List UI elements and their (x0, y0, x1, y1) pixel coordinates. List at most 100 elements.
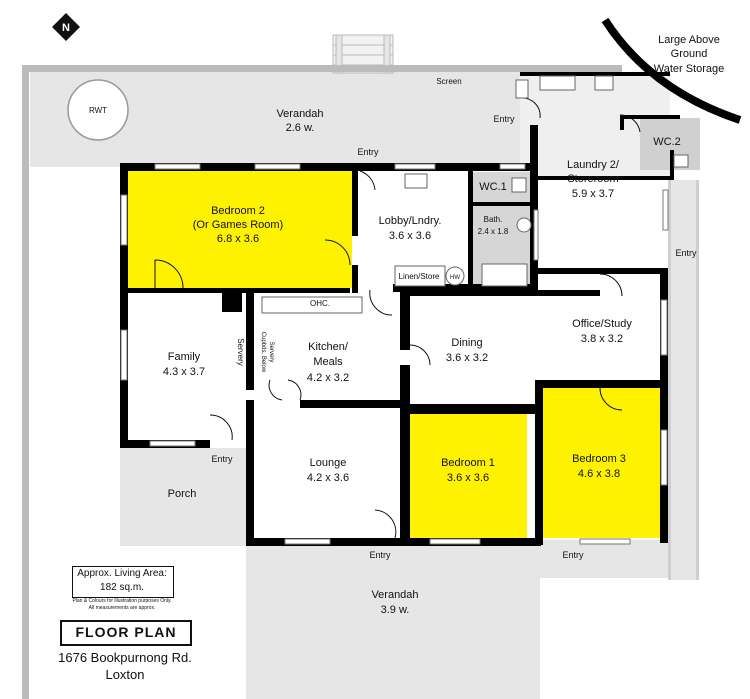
laundry-sink (515, 79, 529, 99)
laundry-trough (539, 75, 576, 91)
water-tank-icon (601, 17, 742, 124)
svg-text:Office/Study: Office/Study (572, 318, 632, 330)
hot-water (445, 266, 465, 286)
living-area-label: Approx. Living Area: (77, 568, 167, 579)
room-office: Office/Study 3.8 x 3.2 (572, 318, 632, 345)
lobby-trough (404, 173, 428, 189)
room-bedroom2: Bedroom 2 (Or Games Room) 6.8 x 3.6 (193, 205, 283, 245)
living-area-value: 182 sq.m. (100, 582, 144, 593)
svg-text:2.6 w.: 2.6 w. (286, 122, 315, 134)
verandah-bottom-area (246, 540, 540, 699)
porch-area (120, 448, 246, 546)
outdoor-areas (30, 72, 698, 699)
disclaimer-line-1: Plan & Colours for illustration purposes… (72, 598, 172, 604)
svg-text:Bedroom 2: Bedroom 2 (211, 205, 265, 217)
living-area-box (72, 566, 174, 598)
svg-text:Bedroom 3: Bedroom 3 (572, 453, 626, 465)
wc2-toilet (673, 154, 689, 168)
svg-text:Entry: Entry (493, 114, 515, 124)
north-arrow-icon: N (52, 13, 80, 41)
east-fence-outer (696, 180, 699, 580)
svg-text:Ground: Ground (671, 48, 708, 60)
svg-text:4.3 x 3.7: 4.3 x 3.7 (163, 366, 205, 378)
room-kitchen: Kitchen/ Meals 4.2 x 3.2 (307, 341, 349, 384)
svg-text:Entry: Entry (211, 454, 233, 464)
top-boundary (22, 65, 622, 72)
svg-text:Storeroom: Storeroom (567, 173, 618, 185)
svg-text:Entry: Entry (369, 550, 391, 560)
svg-text:Verandah: Verandah (276, 108, 323, 120)
svg-text:3.9 w.: 3.9 w. (381, 604, 410, 616)
svg-text:Kitchen/: Kitchen/ (308, 341, 349, 353)
room-wc1: WC.1 (479, 181, 507, 193)
fixtures (261, 75, 689, 314)
svg-text:4.2 x 3.6: 4.2 x 3.6 (307, 472, 349, 484)
servery2-label: Servery (268, 342, 274, 363)
rwt-tank (67, 79, 129, 141)
bath-basin (516, 217, 532, 233)
room-bedroom1: Bedroom 1 3.6 x 3.6 (441, 457, 495, 484)
svg-text:N: N (62, 22, 70, 34)
hw-label: HW (450, 275, 460, 281)
svg-text:Lobby/Lndry.: Lobby/Lndry. (379, 215, 442, 227)
bedroom3-terrace-area (540, 540, 668, 578)
room-lobby: Lobby/Lndry. 3.6 x 3.6 (379, 215, 442, 242)
linen-label: Linen/Store (399, 272, 440, 281)
bedroom2-fill (122, 166, 352, 288)
bedroom1-fill (405, 413, 527, 538)
room-dining: Dining 3.6 x 3.2 (446, 337, 488, 364)
room-bedroom3: Bedroom 3 4.6 x 3.8 (572, 453, 626, 480)
east-fence (668, 180, 671, 580)
windows (120, 163, 669, 545)
linen-store (394, 265, 446, 287)
svg-text:3.6 x 3.2: 3.6 x 3.2 (446, 352, 488, 364)
svg-text:Family: Family (168, 351, 201, 363)
svg-text:Large Above: Large Above (658, 34, 720, 46)
wc1-toilet (511, 177, 527, 193)
svg-text:Verandah: Verandah (371, 589, 418, 601)
room-laundry2: Laundry 2/ Storeroom 5.9 x 3.7 (567, 159, 620, 200)
svg-text:Bedroom 1: Bedroom 1 (441, 457, 495, 469)
address-line-1: 1676 Bookpurnong Rd. (58, 650, 192, 665)
svg-text:Water Storage: Water Storage (654, 63, 725, 75)
svg-text:Bath.: Bath. (484, 215, 503, 224)
left-boundary (22, 65, 29, 699)
svg-text:Entry: Entry (675, 248, 697, 258)
room-lounge: Lounge 4.2 x 3.6 (307, 457, 349, 484)
svg-text:Laundry 2/: Laundry 2/ (567, 159, 620, 171)
cupbds-label: Cupbds. Below (260, 332, 266, 373)
laundry-machine (594, 75, 614, 91)
rwt-label: RWT (89, 106, 107, 115)
screen-label: Screen (436, 77, 461, 86)
east-side-area (670, 180, 698, 580)
svg-text:Dining: Dining (451, 337, 482, 349)
room-wc2: WC.2 (653, 136, 681, 148)
svg-text:3.6 x 3.6: 3.6 x 3.6 (447, 472, 489, 484)
svg-text:4.6 x 3.8: 4.6 x 3.8 (578, 468, 620, 480)
room-porch: Porch (168, 488, 197, 500)
room-bath: Bath. 2.4 x 1.8 (478, 215, 509, 236)
floor-plan-title: FLOOR PLAN (75, 624, 177, 640)
shower (481, 263, 528, 287)
svg-text:Entry: Entry (357, 147, 379, 157)
svg-text:(Or Games Room): (Or Games Room) (193, 219, 283, 231)
disclaimer-line-2: All measurements are approx. (88, 605, 156, 611)
highlighted-rooms (122, 166, 666, 538)
tank-label: Large Above Ground Water Storage (654, 34, 725, 75)
svg-text:Entry: Entry (562, 550, 584, 560)
svg-text:Lounge: Lounge (310, 457, 347, 469)
svg-text:2.4 x 1.8: 2.4 x 1.8 (478, 227, 509, 236)
room-verandah-top: Verandah 2.6 w. (276, 108, 323, 134)
floor-plan-title-box (60, 620, 192, 646)
doors (154, 97, 641, 539)
room-family: Family 4.3 x 3.7 (163, 351, 205, 378)
bedroom3-fill (540, 385, 666, 538)
kitchen-bench (261, 296, 363, 314)
svg-text:5.9 x 3.7: 5.9 x 3.7 (572, 188, 614, 200)
svg-text:4.2 x 3.2: 4.2 x 3.2 (307, 372, 349, 384)
svg-text:6.8 x 3.6: 6.8 x 3.6 (217, 233, 259, 245)
entry-labels: Entry Entry Entry Entry Entry Entry (211, 114, 697, 560)
ohc-label: OHC. (310, 299, 330, 308)
room-verandah-bottom: Verandah 3.9 w. (371, 589, 418, 616)
